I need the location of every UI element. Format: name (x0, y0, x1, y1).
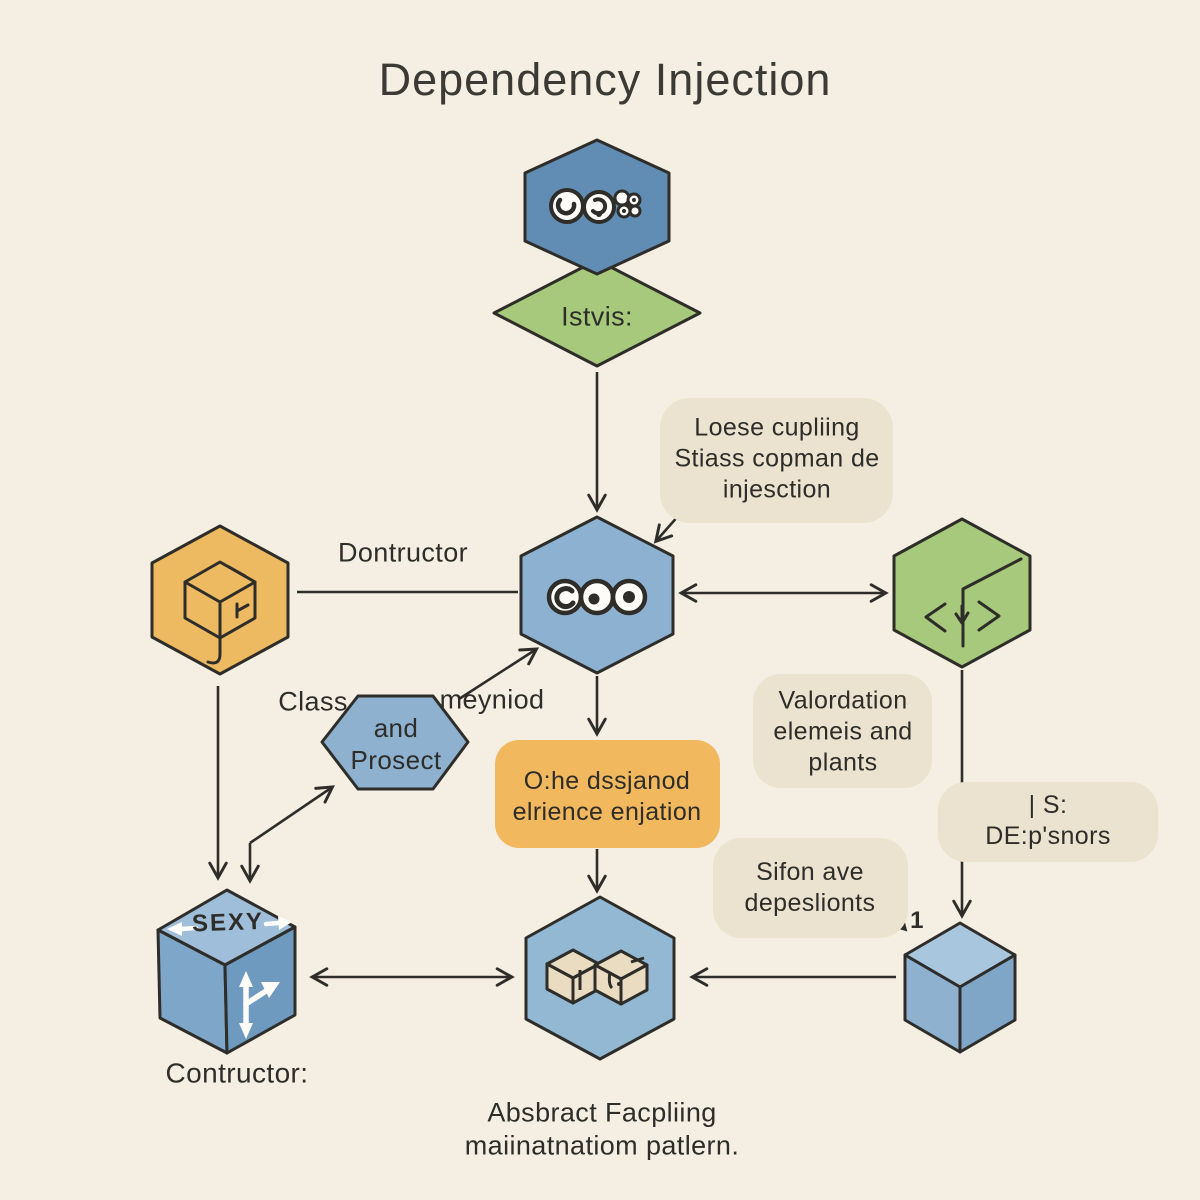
one-label: 1 (910, 907, 924, 935)
two-cubes-icon (545, 948, 649, 1006)
node-sexy-cube (156, 888, 297, 1055)
page-title: Dependency Injection (378, 54, 832, 105)
edges (208, 372, 972, 987)
node-condition-diamond (492, 258, 702, 368)
bubble-dependencies-text: Sifon ave depeslionts (744, 858, 876, 917)
caption: Absbract Facpliing maiinatnatiom patlern… (464, 1097, 740, 1161)
fold-cube-icon (924, 557, 1023, 648)
bubble-loose-coupling (660, 398, 893, 523)
gears-icon (549, 188, 642, 224)
bubble-validation (753, 674, 932, 788)
node-plain-cube (903, 921, 1017, 1054)
design-box-label: O:he dssjanod elrience enjation (512, 767, 702, 826)
sexy-cube-label: SEXY (191, 907, 265, 938)
node-icons (167, 188, 1023, 1039)
sexy-cube-right-face (223, 925, 297, 1055)
node-design-box (495, 740, 720, 848)
bubble-loose-coupling-text: Loese cupliing Stiass copman de injescti… (674, 413, 880, 504)
node-package-hexagon (150, 524, 290, 676)
package-cube-icon (183, 560, 257, 665)
constructor-edge-label: Dontructor (337, 537, 469, 568)
bubble-dependencies (713, 838, 908, 938)
constructor-bottom-label: Contructor: (165, 1057, 309, 1089)
speech-bubbles (660, 398, 1158, 938)
class-label: Class (278, 686, 348, 717)
condition-diamond-label: Istvis: (561, 301, 633, 332)
method-label: meyniod (439, 684, 545, 715)
circles-icon (546, 578, 648, 616)
node-class-hexagon (320, 694, 470, 791)
edge-method-to-injector (458, 647, 540, 701)
bubble-validation-text: Valordation elemeis and plants (773, 686, 913, 777)
edge-bent-to-class-hex (249, 785, 335, 845)
bubble-dependors-text: | S: DE:p'snors (985, 791, 1111, 850)
white-arrows-icon (167, 916, 292, 1039)
bubble-dependors (938, 782, 1158, 862)
plain-cube-right-face (958, 953, 1017, 1054)
class-hexagon-label: and Prosect (350, 712, 442, 775)
